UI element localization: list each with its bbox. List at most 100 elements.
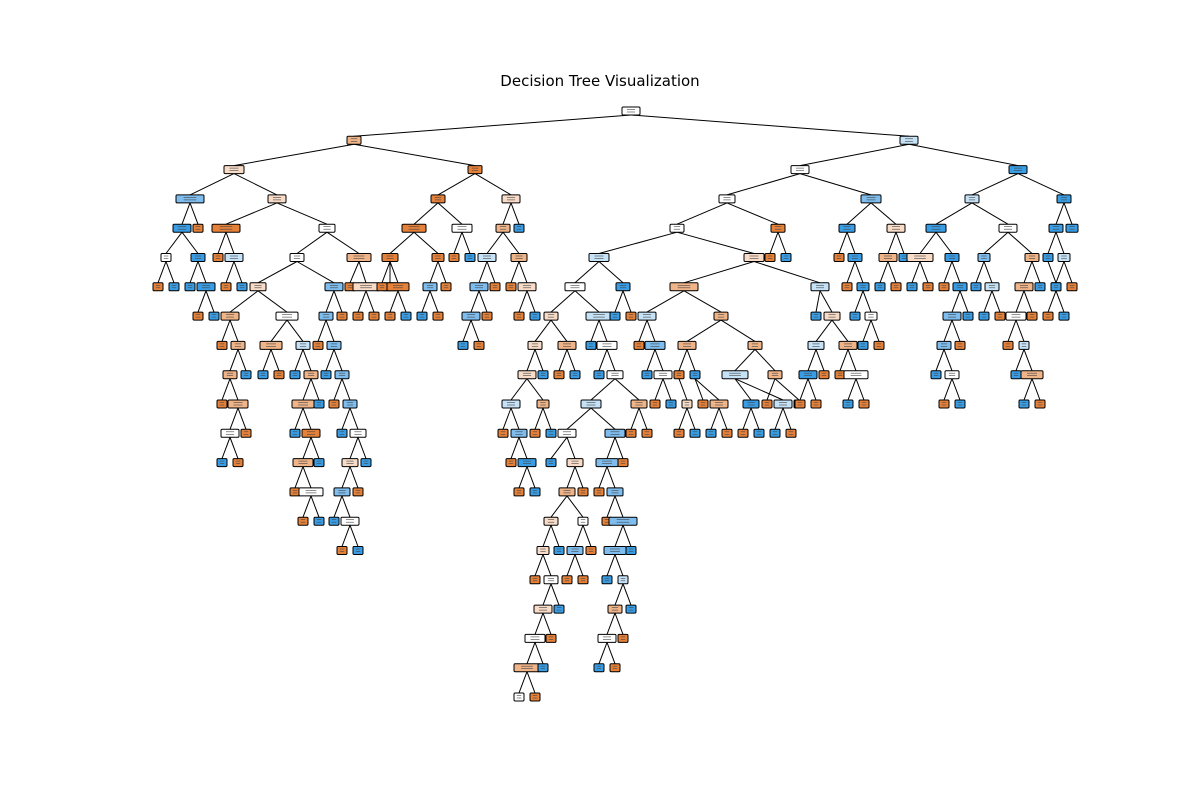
tree-node: [318, 223, 336, 233]
tree-node: [737, 428, 749, 438]
tree-node: [184, 282, 196, 292]
tree-edge: [895, 232, 905, 254]
tree-node: [964, 194, 980, 204]
tree-edge: [233, 261, 243, 283]
tree-node: [794, 399, 806, 409]
tree-node: [289, 370, 301, 380]
tree-edge: [534, 319, 552, 342]
tree-node: [970, 282, 982, 292]
tree-node: [257, 370, 269, 380]
tree-edge: [566, 407, 592, 430]
tree-node: [673, 428, 685, 438]
tree-edge: [935, 349, 945, 371]
tree-edge: [510, 437, 520, 459]
tree-node: [761, 399, 773, 409]
tree-node: [847, 253, 863, 262]
tree-edge: [478, 261, 488, 283]
tree-edge: [614, 378, 640, 401]
tree-edge: [686, 319, 722, 342]
tree-edge: [598, 466, 608, 489]
tree-node: [431, 253, 445, 262]
tree-edge: [270, 319, 288, 342]
tree-edge: [326, 231, 360, 254]
tree-node: [790, 165, 810, 175]
tree-node: [1002, 340, 1014, 350]
tree-node: [906, 282, 918, 292]
tree-node: [545, 633, 557, 643]
tree-edge: [325, 319, 335, 342]
tree-edge: [357, 437, 367, 459]
tree-node: [952, 282, 968, 292]
tree-node: [275, 311, 299, 321]
tree-edge: [598, 349, 608, 371]
tree-node: [342, 399, 358, 409]
tree-edge: [854, 261, 864, 283]
tree-edge: [542, 583, 552, 606]
tree-edge: [302, 437, 312, 459]
tree-edge: [221, 378, 231, 401]
tree-node: [230, 340, 246, 350]
tree-node: [596, 340, 618, 350]
tree-edge: [686, 407, 696, 430]
tree-node: [954, 340, 966, 350]
tree-edge: [1023, 290, 1033, 313]
tree-node: [1034, 282, 1046, 292]
tree-edge: [341, 378, 351, 401]
tree-node: [601, 575, 613, 585]
tree-node: [448, 253, 460, 262]
tree-edge: [935, 202, 973, 225]
tree-edge: [429, 290, 439, 313]
tree-edge: [838, 232, 848, 254]
tree-edge: [726, 202, 779, 225]
tree-edge: [847, 378, 857, 401]
tree-node: [810, 399, 822, 409]
tree-edge: [590, 407, 616, 430]
tree-node: [577, 516, 589, 526]
tree-edge: [911, 261, 921, 283]
tree-node: [192, 311, 204, 321]
tree-edge: [614, 290, 624, 313]
tree-edge: [622, 290, 632, 313]
tree-node: [561, 575, 573, 585]
tree-edge: [461, 232, 471, 254]
tree-edge: [1023, 378, 1033, 401]
tree-node: [860, 194, 882, 204]
tree-node: [606, 487, 624, 497]
tree-node: [1024, 253, 1040, 262]
tree-node: [609, 663, 621, 673]
tree-node: [336, 428, 348, 438]
tree-edge: [233, 143, 355, 167]
tree-edge: [734, 378, 752, 401]
tree-edge: [638, 407, 648, 430]
tree-node: [617, 458, 629, 468]
tree-edge: [165, 231, 183, 254]
tree-node: [673, 370, 685, 380]
tree-node: [843, 370, 869, 380]
tree-edge: [654, 378, 664, 401]
tree-edge: [870, 202, 897, 225]
tree-edge: [310, 437, 320, 459]
tree-edge: [518, 261, 528, 283]
tree-edge: [189, 173, 235, 196]
tree-edge: [622, 525, 632, 547]
tree-edge: [815, 290, 821, 313]
tree-edge: [862, 290, 872, 313]
tree-edge: [237, 349, 247, 371]
tree-node: [603, 546, 627, 555]
tree-node: [543, 575, 559, 585]
tree-edge: [971, 202, 1009, 225]
tree-edge: [333, 495, 343, 518]
tree-node: [608, 516, 638, 526]
tree-node: [998, 223, 1018, 233]
tree-edge: [189, 261, 199, 283]
tree-edge: [221, 437, 231, 459]
tree-node: [168, 282, 180, 292]
tree-edge: [774, 407, 784, 430]
tree-node: [569, 370, 581, 380]
tree-node: [336, 546, 348, 555]
tree-edge: [574, 554, 584, 576]
tree-edge: [614, 495, 624, 518]
tree-node: [595, 458, 619, 468]
tree-nodes: [152, 106, 1079, 702]
tree-edge: [566, 437, 576, 459]
